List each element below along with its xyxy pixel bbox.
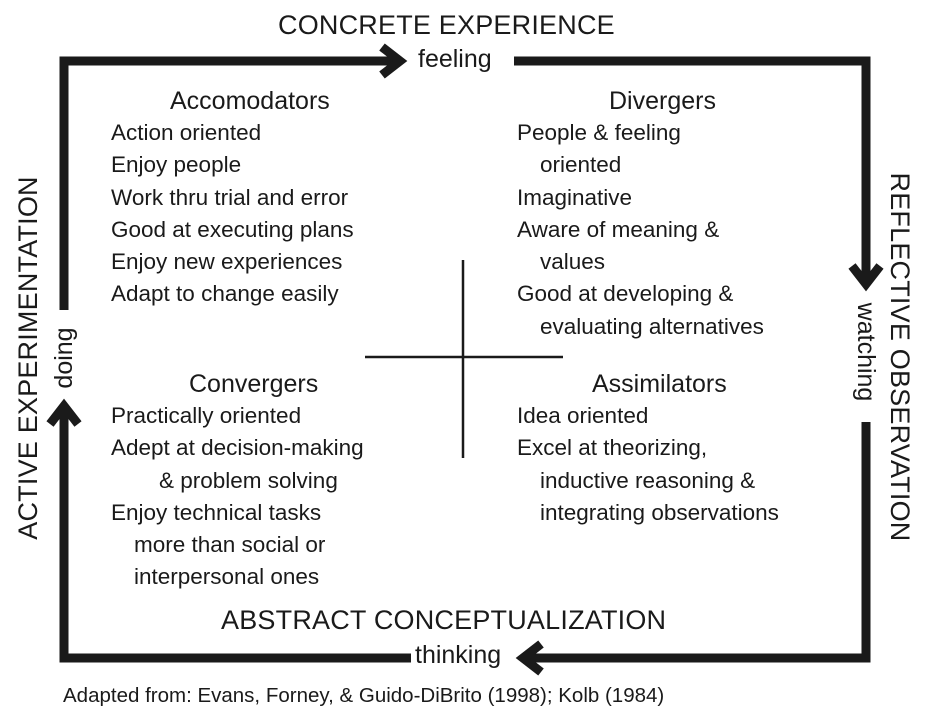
trait-item: more than social or [134, 532, 326, 558]
doing-label: doing [50, 324, 78, 392]
cycle-arrow-doing-to-feeling [59, 56, 396, 310]
trait-item: Excel at theorizing, [517, 435, 708, 461]
trait-item: evaluating alternatives [540, 313, 764, 339]
trait-item: Enjoy people [111, 152, 242, 178]
trait-item: inductive reasoning & [540, 467, 756, 493]
trait-item: values [540, 249, 606, 275]
trait-item: Action oriented [111, 120, 262, 145]
trait-item: Aware of meaning & [517, 216, 720, 242]
cycle-arrow-feeling-to-watching [514, 56, 871, 282]
source-citation: Adapted from: Evans, Forney, & Guido-DiB… [63, 684, 665, 707]
arrowhead-right-icon [379, 43, 408, 79]
trait-item: interpersonal ones [134, 564, 320, 590]
trait-item: Good at executing plans [111, 216, 354, 242]
trait-item: oriented [540, 152, 622, 178]
concrete-experience-label: CONCRETE EXPERIENCE [278, 10, 615, 40]
abstract-conceptualization-label: ABSTRACT CONCEPTUALIZATION [221, 605, 667, 635]
arrowhead-down-icon [848, 263, 884, 292]
thinking-label: thinking [412, 641, 505, 669]
divergers-title: Divergers [609, 87, 716, 115]
trait-item: & problem solving [159, 467, 338, 493]
trait-item: Idea oriented [517, 403, 649, 428]
trait-item: Enjoy new experiences [111, 249, 343, 275]
accomodators-title: Accomodators [170, 87, 330, 115]
watching-label: watching [852, 299, 880, 405]
trait-item: Work thru trial and error [111, 184, 349, 210]
trait-item: integrating observations [540, 499, 779, 525]
convergers-trait-list: Practically oriented Adept at decision-m… [111, 400, 364, 594]
divergers-trait-list: People & feeling oriented Imaginative Aw… [517, 117, 764, 343]
trait-item: People & feeling [517, 120, 681, 145]
trait-item: Practically oriented [111, 403, 302, 428]
cycle-arrow-thinking-to-doing [59, 410, 411, 663]
active-experimentation-label: ACTIVE EXPERIMENTATION [13, 176, 43, 540]
trait-item: Enjoy technical tasks [111, 499, 322, 525]
cycle-arrow-watching-to-thinking [527, 422, 871, 663]
arrowhead-up-icon [46, 398, 82, 427]
reflective-observation-label: REFLECTIVE OBSERVATION [885, 172, 915, 542]
accomodators-trait-list: Action oriented Enjoy people Work thru t… [111, 117, 354, 311]
assimilators-title: Assimilators [592, 370, 727, 398]
trait-item: Adept at decision-making [111, 435, 364, 461]
arrowhead-left-icon [515, 640, 544, 676]
trait-item: Imaginative [517, 184, 633, 210]
trait-item: Good at developing & [517, 281, 734, 307]
feeling-label: feeling [415, 45, 495, 73]
convergers-title: Convergers [189, 370, 319, 398]
assimilators-trait-list: Idea oriented Excel at theorizing, induc… [517, 400, 779, 529]
trait-item: Adapt to change easily [111, 281, 339, 307]
